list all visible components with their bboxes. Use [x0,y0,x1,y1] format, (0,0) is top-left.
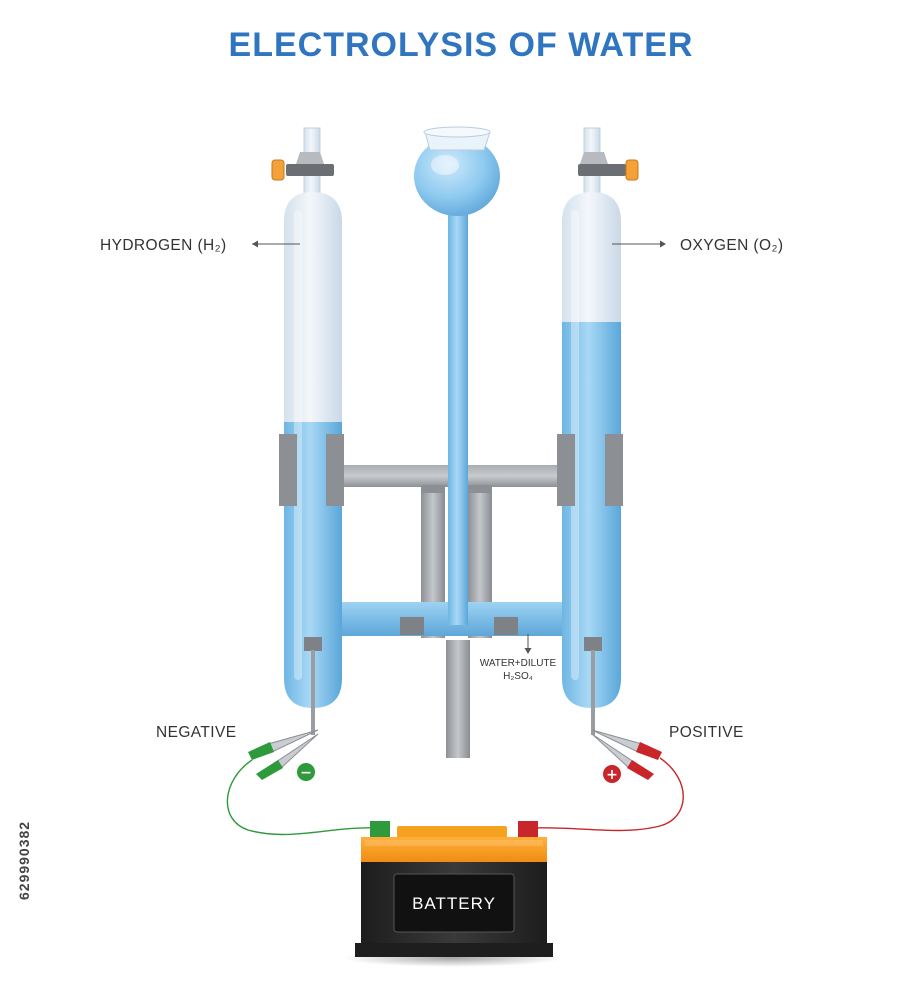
electrolyte-arrow [524,634,532,654]
battery-label: BATTERY [412,894,496,913]
electrolyte-label-line2: H₂SO₄ [503,671,533,682]
electrolyte-label-line1: WATER+DILUTE [480,658,557,669]
negative-wire [226,759,379,836]
positive-sign: + [606,767,618,783]
stock-id: 629990382 [16,821,32,900]
negative-label: NEGATIVE [156,724,236,741]
positive-clip-icon [591,729,662,780]
right-stopcock-icon [578,152,639,181]
positive-wire [529,757,684,832]
reservoir-bulb-icon [414,126,500,216]
negative-clip-icon [248,729,319,780]
left-stopcock-icon [271,152,334,181]
negative-sign: − [300,765,312,781]
positive-badge [603,765,621,783]
hydrogen-tube [284,127,342,708]
hydrogen-label: HYDROGEN (H₂) [100,237,227,254]
oxygen-arrow [612,240,666,248]
oxygen-label: OXYGEN (O₂) [680,237,783,254]
negative-badge [297,763,315,781]
hydrogen-arrow [252,240,300,248]
oxygen-tube [562,127,621,708]
electrodes [304,637,602,735]
tube-clamps [279,434,623,635]
battery-icon [343,821,563,967]
diagram-title: ELECTROLYSIS OF WATER [229,26,694,64]
positive-label: POSITIVE [669,724,744,741]
